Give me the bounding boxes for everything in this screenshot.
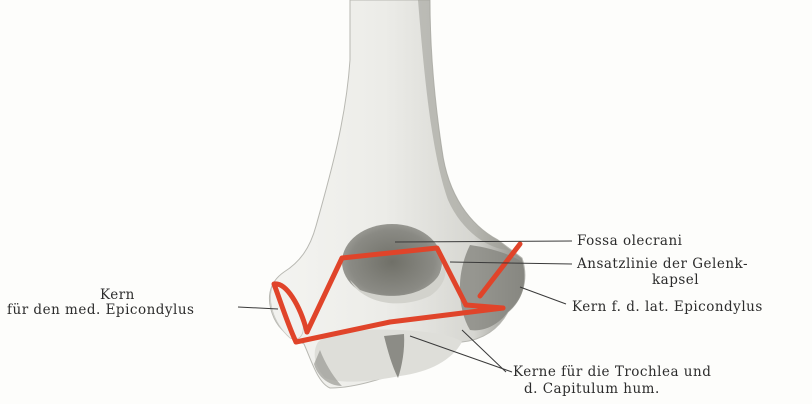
leader-kern-lateral (520, 287, 566, 304)
label-fossa-olecrani: Fossa olecrani (577, 233, 682, 250)
label-kerne-trochlea-line1: Kerne für die Trochlea und (513, 364, 711, 381)
lateral-epicondyle (460, 245, 524, 330)
label-ansatzlinie-line2: kapsel (652, 272, 699, 289)
label-kern-medial-line2: für den med. Epicondylus (7, 302, 194, 319)
label-ansatzlinie-line1: Ansatzlinie der Gelenk- (577, 256, 748, 273)
label-kern-lateral: Kern f. d. lat. Epicondylus (572, 299, 763, 316)
label-kerne-trochlea-line2: d. Capitulum hum. (524, 381, 660, 398)
